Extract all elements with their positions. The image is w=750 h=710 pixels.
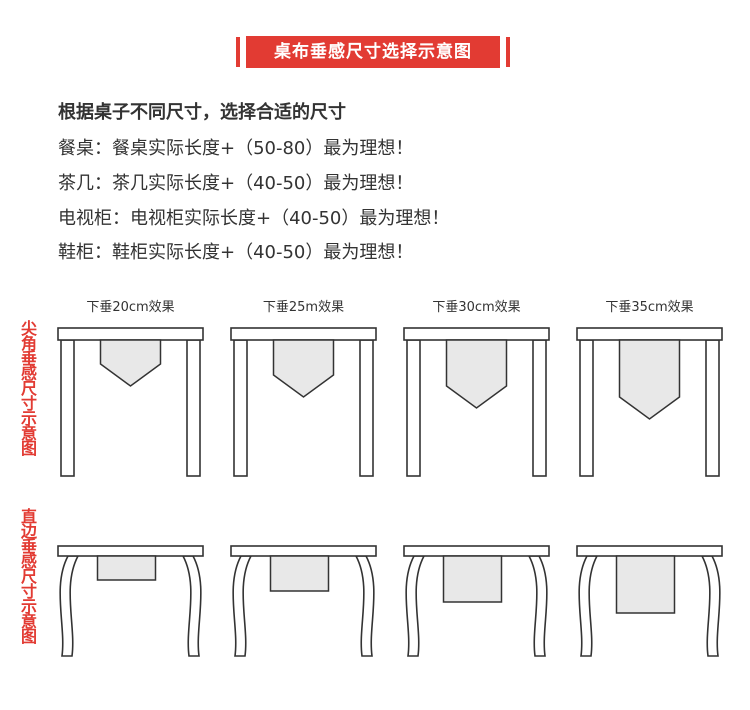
table-top-pointed-1 — [230, 327, 377, 341]
drop-label-2: 下垂30cm效果 — [432, 300, 520, 315]
header-bar-right — [506, 37, 510, 67]
table-top-straight-2 — [403, 545, 550, 557]
drop-label-0: 下垂20cm效果 — [86, 300, 174, 315]
table-top-pointed-0 — [57, 327, 204, 341]
table-top-pointed-3 — [576, 327, 723, 341]
table-leg-right-2 — [532, 339, 547, 477]
table-top-straight-3 — [576, 545, 723, 557]
table-leg-right-1 — [359, 339, 374, 477]
curved-leg-right-0 — [181, 555, 202, 657]
drop-label-3: 下垂35cm效果 — [605, 300, 693, 315]
curved-leg-left-2 — [405, 555, 426, 657]
table-leg-left-0 — [60, 339, 75, 477]
page-title: 桌布垂感尺寸选择示意图 — [246, 36, 500, 68]
straight-runner-1 — [269, 555, 330, 592]
table-top-straight-1 — [230, 545, 377, 557]
straight-runner-0 — [96, 555, 157, 581]
rule-shoe-cabinet: 鞋柜：鞋柜实际长度+（40-50）最为理想！ — [58, 242, 414, 263]
curved-leg-right-3 — [700, 555, 721, 657]
side-label-straight: 直边垂感尺寸示意图 — [18, 508, 37, 643]
rule-coffee-table: 茶几：茶几实际长度+（40-50）最为理想！ — [58, 173, 414, 194]
table-leg-right-3 — [705, 339, 720, 477]
drop-label-1: 下垂25m效果 — [263, 300, 344, 315]
table-leg-left-1 — [233, 339, 248, 477]
curved-leg-left-3 — [578, 555, 599, 657]
rule-dining-table: 餐桌：餐桌实际长度+（50-80）最为理想！ — [58, 138, 414, 159]
table-leg-left-3 — [579, 339, 594, 477]
side-label-pointed: 尖角垂感尺寸示意图 — [18, 320, 37, 455]
table-top-straight-0 — [57, 545, 204, 557]
intro-text: 根据桌子不同尺寸，选择合适的尺寸 — [58, 102, 346, 123]
pointed-runner-3 — [618, 339, 681, 420]
table-leg-right-0 — [186, 339, 201, 477]
table-top-pointed-2 — [403, 327, 550, 341]
curved-leg-left-0 — [59, 555, 80, 657]
pointed-runner-1 — [272, 339, 335, 398]
header-bar-left — [236, 37, 240, 67]
table-leg-left-2 — [406, 339, 421, 477]
straight-runner-3 — [615, 555, 676, 614]
header-banner: 桌布垂感尺寸选择示意图 — [236, 36, 510, 68]
straight-runner-2 — [442, 555, 503, 603]
curved-leg-left-1 — [232, 555, 253, 657]
pointed-runner-0 — [99, 339, 162, 387]
curved-leg-right-2 — [527, 555, 548, 657]
pointed-runner-2 — [445, 339, 508, 409]
rule-tv-cabinet: 电视柜：电视柜实际长度+（40-50）最为理想！ — [58, 208, 450, 229]
curved-leg-right-1 — [354, 555, 375, 657]
